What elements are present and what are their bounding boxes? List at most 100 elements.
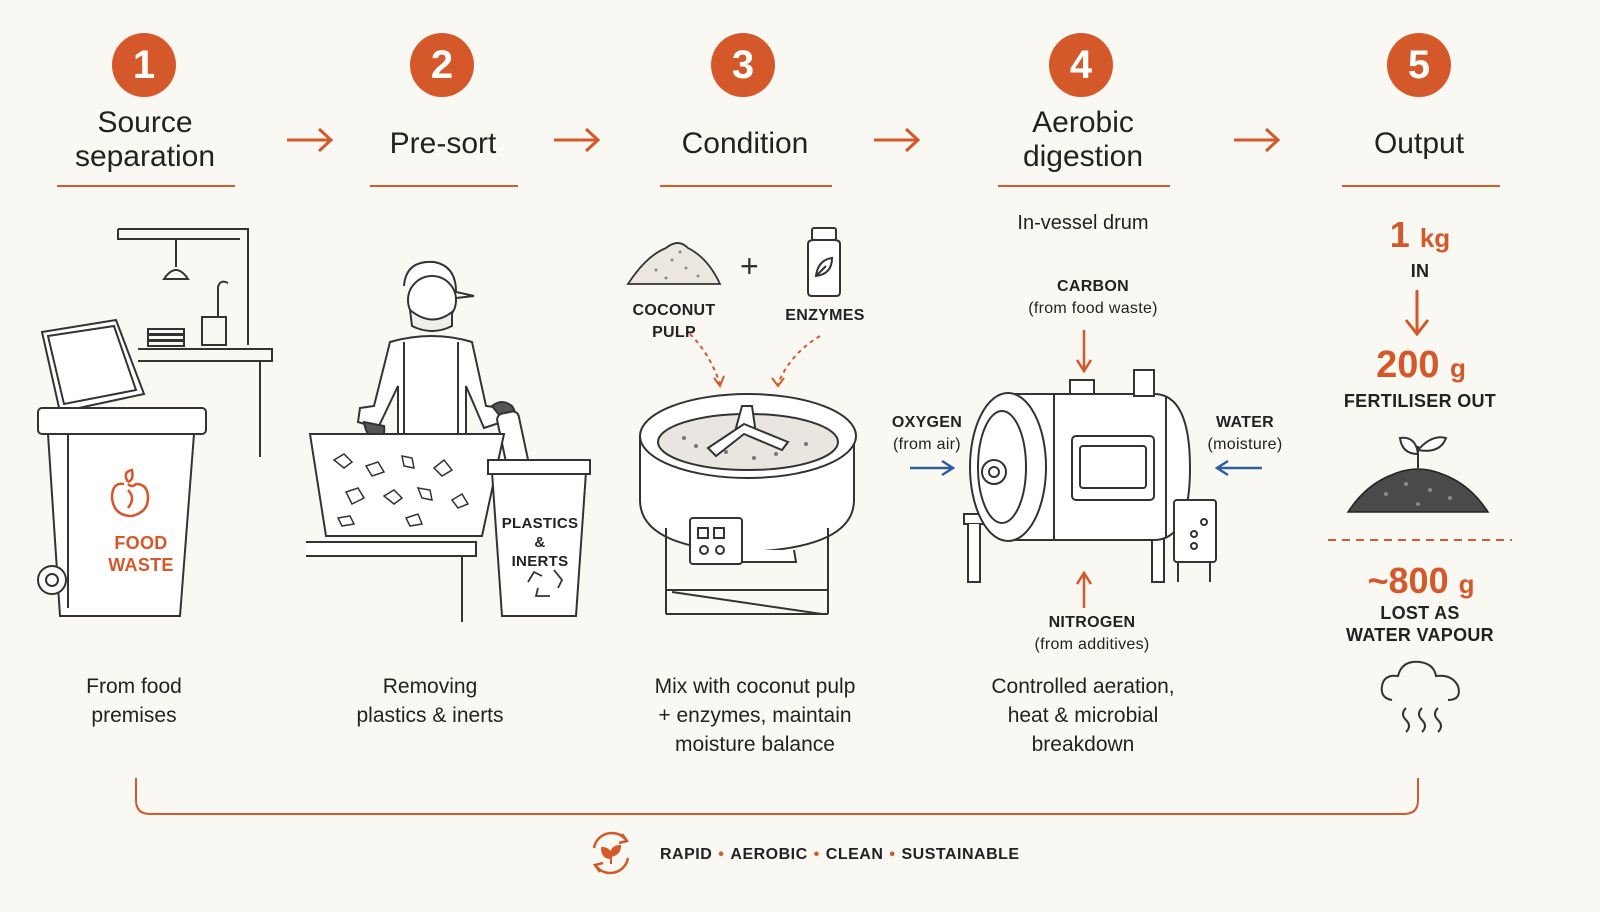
water-sub: (moisture): [1207, 436, 1283, 453]
step-4-title-line1: Aerobic: [1032, 106, 1134, 139]
step-4-title-line2: digestion: [1022, 140, 1144, 173]
step-3-caption: Mix with coconut pulp + enzymes, maintai…: [630, 672, 880, 759]
flow-arrow-4-5: [1234, 127, 1281, 153]
coconut-label-line1: COCONUT: [632, 302, 716, 319]
plastics-label-line1: PLASTICS: [501, 515, 579, 532]
coconut-pulp-icon: [626, 242, 722, 285]
footer-separator: •: [889, 846, 896, 863]
step-4-underline: [998, 185, 1170, 187]
footer-separator: •: [718, 846, 725, 863]
step-5-badge: 5: [1387, 33, 1451, 97]
step-4-caption-line2: heat & microbial: [1007, 704, 1159, 727]
footer-separator: •: [813, 846, 820, 863]
input-unit: kg: [1419, 223, 1451, 253]
step-1-badge: 1: [112, 33, 176, 97]
step-1-underline: [57, 185, 235, 187]
flow-arrow-1-2: [287, 127, 334, 153]
footer-tagline: RAPID • AEROBIC • CLEAN • SUSTAINABLE: [660, 846, 1020, 864]
plastics-label-line3: INERTS: [511, 553, 569, 570]
step-4-caption-line1: Controlled aeration,: [991, 675, 1175, 698]
nitrogen-title: NITROGEN: [1048, 614, 1136, 631]
step-4-title: Aerobic digestion: [983, 106, 1183, 174]
fertiliser-out-label: FERTILISER OUT: [1343, 391, 1497, 411]
input-value: 1: [1389, 214, 1410, 255]
footer-word-sustainable: SUSTAINABLE: [901, 846, 1020, 863]
lost-label-line2: WATER VAPOUR: [1346, 625, 1494, 645]
carbon-label: CARBON (from food waste): [1008, 276, 1178, 320]
step-2-caption-line1: Removing: [382, 675, 478, 698]
output-value: 200: [1376, 344, 1440, 386]
step-1-title: Source separation: [45, 106, 245, 174]
process-bracket: [135, 778, 1419, 815]
carbon-sub: (from food waste): [1028, 300, 1158, 317]
step-2-title: Pre-sort: [389, 127, 497, 160]
step-1-caption-line1: From food: [86, 675, 182, 698]
step-4-caption-line3: breakdown: [1031, 733, 1135, 756]
mixing-vessel-illustration: [639, 393, 857, 615]
lost-label: LOST AS WATER VAPOUR: [1330, 602, 1510, 646]
coconut-pulp-label: COCONUT PULP: [620, 300, 728, 344]
food-waste-label-line2: WASTE: [108, 555, 174, 575]
step-3-underline: [660, 185, 832, 187]
oxygen-arrow: [910, 459, 956, 477]
step-1-caption: From food premises: [44, 672, 224, 730]
enzymes-bottle-icon: [807, 227, 841, 297]
coconut-label-line2: PULP: [652, 324, 696, 341]
oxygen-label: OXYGEN (from air): [884, 412, 970, 456]
nitrogen-arrow: [1075, 570, 1093, 608]
plus-sign: +: [740, 248, 759, 284]
plastics-bin-label: PLASTICS & INERTS: [498, 514, 582, 571]
step-2-underline: [370, 185, 518, 187]
food-waste-label-line1: FOOD: [114, 533, 168, 553]
output-divider: [1328, 539, 1512, 541]
step-4-badge: 4: [1049, 33, 1113, 97]
footer-word-clean: CLEAN: [825, 846, 884, 863]
water-label: WATER (moisture): [1202, 412, 1288, 456]
step-3-badge: 3: [711, 33, 775, 97]
lost-value: ~800: [1367, 560, 1449, 601]
kitchen-shelf-illustration: [117, 228, 273, 457]
step-4-subtitle: In-vessel drum: [1017, 212, 1149, 234]
flow-arrow-2-3: [554, 127, 601, 153]
food-waste-bin-label: FOOD WASTE: [100, 532, 182, 576]
digestion-drum-illustration: [963, 369, 1217, 583]
step-2-caption: Removing plastics & inerts: [330, 672, 530, 730]
step-5-title: Output: [1373, 127, 1465, 160]
output-unit: g: [1450, 353, 1466, 383]
input-to-output-arrow: [1404, 290, 1430, 337]
vapour-cloud-icon: [1380, 660, 1460, 733]
recycle-leaf-icon: [592, 831, 630, 875]
step-1-title-line1: Source: [97, 106, 193, 139]
additive-arrows: [689, 333, 821, 389]
step-2-caption-line2: plastics & inerts: [356, 704, 504, 727]
carbon-arrow: [1075, 330, 1093, 374]
lost-label-line1: LOST AS: [1380, 603, 1460, 623]
step-3-caption-line3: moisture balance: [675, 733, 835, 756]
nitrogen-label: NITROGEN (from additives): [1006, 612, 1178, 656]
sorting-worker-illustration: [306, 260, 591, 622]
oxygen-title: OXYGEN: [891, 414, 963, 431]
lost-amount: ~800 g: [1346, 560, 1496, 602]
input-label: IN: [1410, 261, 1430, 281]
step-2-badge: 2: [410, 33, 474, 97]
carbon-title: CARBON: [1056, 278, 1130, 295]
output-amount: 200 g: [1346, 344, 1496, 387]
fertiliser-pile-icon: [1346, 436, 1490, 513]
enzymes-label: ENZYMES: [785, 307, 865, 324]
oxygen-sub: (from air): [893, 436, 961, 453]
lost-unit: g: [1458, 569, 1475, 599]
step-3-caption-line1: Mix with coconut pulp: [654, 675, 856, 698]
nitrogen-sub: (from additives): [1034, 636, 1150, 653]
footer-word-rapid: RAPID: [660, 846, 713, 863]
water-arrow: [1214, 459, 1262, 477]
step-4-caption: Controlled aeration, heat & microbial br…: [972, 672, 1194, 759]
flow-arrow-3-4: [874, 127, 921, 153]
step-1-title-line2: separation: [74, 140, 216, 173]
step-5-underline: [1342, 185, 1500, 187]
input-amount: 1 kg: [1360, 214, 1480, 256]
step-3-title: Condition: [681, 127, 809, 160]
step-3-caption-line2: + enzymes, maintain: [658, 704, 852, 727]
plastics-label-line2: &: [534, 534, 546, 551]
footer-word-aerobic: AEROBIC: [730, 846, 808, 863]
water-title: WATER: [1215, 414, 1275, 431]
